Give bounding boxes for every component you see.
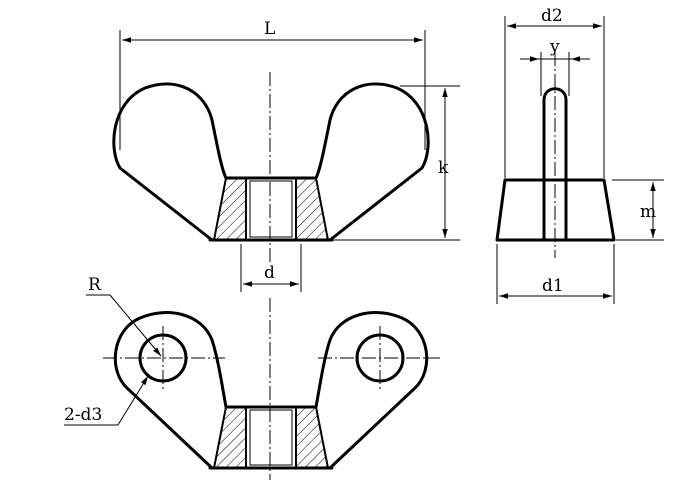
dim-m-label: m: [640, 202, 656, 222]
dim-k-label: k: [438, 158, 449, 178]
dim-d3-label: 2-d3: [64, 405, 102, 425]
dim-d2-label: d2: [541, 6, 563, 26]
front-hatch-right: [295, 177, 330, 241]
top-hatch-left: [212, 406, 247, 469]
dim-R-label: R: [88, 275, 102, 295]
side-view-base: [495, 178, 616, 242]
side-view-wing: [542, 87, 568, 182]
dim-L-label: L: [264, 19, 275, 39]
dim-d1-label: d1: [542, 276, 564, 296]
top-bore: [245, 406, 297, 469]
front-bore: [245, 177, 297, 241]
top-view: R 2-d3: [64, 275, 440, 480]
front-view: L k d: [112, 19, 460, 292]
front-bore-thread: [249, 180, 293, 238]
front-hatch-left: [212, 177, 247, 241]
dim-d-label: d: [264, 263, 275, 283]
top-hatch-right: [295, 406, 330, 469]
side-view: d2 y m d1: [495, 6, 664, 304]
dim-y-label: y: [549, 37, 560, 57]
front-view-outline: [112, 82, 430, 242]
